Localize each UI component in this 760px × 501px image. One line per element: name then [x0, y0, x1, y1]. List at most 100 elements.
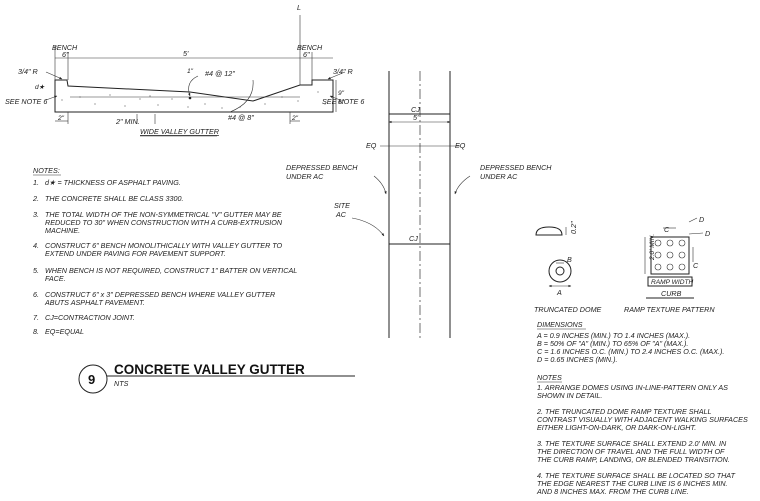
eq-left-label: EQ [366, 141, 377, 150]
dome-notes-block: NOTES 1. ARRANGE DOMES USING IN-LINE-PAT… [536, 373, 748, 496]
note-6-text-1: CONSTRUCT 6" x 3" DEPRESSED BENCH WHERE … [45, 290, 275, 299]
note-2-text: THE CONCRETE SHALL BE CLASS 3300. [45, 194, 183, 203]
dim-6-depth: 6" [338, 99, 345, 106]
rebar-12-label: #4 @ 12" [205, 69, 235, 78]
depressed-bench-left-1: DEPRESSED BENCH [286, 163, 358, 172]
radius-left-label: 3/4" R [18, 67, 38, 76]
note-3-num: 3. [33, 210, 39, 219]
dim-5-width: 5' [183, 49, 189, 58]
dim-1-inch: 1" [187, 68, 194, 75]
site-ac-label-2: AC [335, 210, 347, 219]
gutter-concrete-outline [54, 79, 334, 113]
dimension-b: B = 50% OF "A" (MIN.) TO 65% OF "A" (MAX… [537, 339, 688, 348]
detail-title: CONCRETE VALLEY GUTTER [114, 362, 305, 377]
note-3-text-1: THE TOTAL WIDTH OF THE NON-SYMMETRICAL "… [45, 210, 282, 219]
dim-6-right: 6" [303, 50, 310, 59]
note-3-text-3: MACHINE. [45, 226, 80, 235]
dome-note-4-line-2: THE EDGE NEAREST THE CURB LINE IS 6 INCH… [537, 479, 728, 488]
dome-note-3-line-3: THE CURB RAMP, LANDING, OR BLENDED TRANS… [537, 455, 730, 464]
dim-2-min: 2" MIN. [115, 117, 140, 126]
dimension-a: A = 0.9 INCHES (MIN.) TO 1.4 INCHES (MAX… [536, 331, 690, 340]
notes-block: NOTES: 1. d★ = THICKNESS OF ASPHALT PAVI… [32, 166, 297, 336]
see-note-right: SEE NOTE 6 [322, 97, 364, 106]
detail-scale: NTS [114, 379, 129, 388]
dimensions-heading: DIMENSIONS [537, 320, 583, 329]
dome-note-4-line-3: AND 8 INCHES MAX. FROM THE CURB LINE. [536, 487, 689, 496]
note-4-text-2: EXTEND UNDER PAVING FOR PAVEMENT SUPPORT… [45, 249, 226, 258]
ramp-texture-area [650, 236, 690, 275]
note-3-text-2: REDUCED TO 30" WHEN CONSTRUCTION WITH A … [45, 218, 283, 227]
centerline-symbol: L [297, 3, 301, 12]
dim-6-left: 6" [62, 50, 69, 59]
truncated-dome-detail: 0.2" B A TRUNCATED DOME [534, 221, 602, 314]
dome-profile [535, 226, 563, 236]
cj-top-label: CJ [411, 105, 420, 114]
d-star-label: d★ [35, 84, 46, 91]
curb-label: CURB [661, 289, 682, 298]
note-4-num: 4. [33, 241, 39, 250]
dimensions-block: DIMENSIONS A = 0.9 INCHES (MIN.) TO 1.4 … [536, 320, 724, 364]
see-note-left: SEE NOTE 6 [5, 97, 47, 106]
dome-note-3-line-1: 3. THE TEXTURE SURFACE SHALL EXTEND 2.0'… [537, 439, 727, 448]
dim-2-right: 2" [291, 115, 299, 122]
ramp-label-c-right: C [693, 261, 699, 270]
dome-label-b: B [567, 255, 572, 264]
site-ac-label-1: SITE [334, 201, 350, 210]
ramp-width-box [647, 276, 693, 287]
note-7-text: CJ=CONTRACTION JOINT. [45, 313, 135, 322]
note-5-num: 5. [33, 266, 39, 275]
ramp-texture-pattern: D C D C 2.0' MIN. RAMP WIDTH CURB RAMP T… [624, 215, 715, 314]
detail-title-block: 9 CONCRETE VALLEY GUTTER NTS [78, 362, 355, 394]
dome-note-4-line-1: 4. THE TEXTURE SURFACE SHALL BE LOCATED … [537, 471, 736, 480]
radius-right-label: 3/4" R [333, 67, 353, 76]
bench-right-label: BENCH [297, 43, 323, 52]
depressed-bench-left-2: UNDER AC [286, 172, 324, 181]
texture-domes [654, 239, 686, 271]
note-5-text-1: WHEN BENCH IS NOT REQUIRED, CONSTRUCT 1"… [45, 266, 297, 275]
plan-dim-5: 5' [413, 113, 419, 122]
rebar-8-label: #4 @ 8" [228, 113, 254, 122]
dome-note-1-line-1: 1. ARRANGE DOMES USING IN-LINE-PATTERN O… [537, 383, 728, 392]
ramp-label-c-top: C [664, 225, 670, 234]
note-6-text-2: ABUTS ASPHALT PAVEMENT. [44, 298, 145, 307]
note-8-text: EQ=EQUAL [45, 327, 84, 336]
detail-number-circle [78, 364, 108, 394]
dome-label-a: A [556, 288, 562, 297]
truncated-dome-caption: TRUNCATED DOME [534, 305, 602, 314]
note-5-text-2: FACE. [45, 274, 66, 283]
concrete-stipple [61, 91, 326, 109]
notes-heading: NOTES: [33, 166, 60, 175]
dimension-d: D = 0.65 INCHES (MIN.). [537, 355, 617, 364]
bench-left-label: BENCH [52, 43, 78, 52]
plan-view: L CJ 5' EQ EQ DEPRESSED BENCH UNDER AC D… [286, 3, 552, 338]
ramp-texture-caption: RAMP TEXTURE PATTERN [624, 305, 715, 314]
dome-note-2-line-3: EITHER LIGHT-ON-DARK, OR DARK-ON-LIGHT. [537, 423, 696, 432]
note-6-num: 6. [33, 290, 39, 299]
dome-note-3-line-2: THE DIRECTION OF TRAVEL AND THE FULL WID… [537, 447, 725, 456]
dome-dim-02: 0.2" [569, 221, 578, 234]
valley-gutter-section: BENCH 6" BENCH 6" 5' 3/4" R 3/4" R d★ SE… [5, 15, 364, 137]
dim-9-inch: 9" [338, 90, 345, 97]
dome-note-2-line-2: CONTRAST VISUALLY WITH ADJACENT WALKING … [537, 415, 748, 424]
dome-notes-heading: NOTES [537, 373, 562, 382]
dim-2-left: 2" [57, 115, 65, 122]
dome-note-2-line-1: 2. THE TRUNCATED DOME RAMP TEXTURE SHALL [536, 407, 712, 416]
cj-bottom-label: CJ [409, 234, 418, 243]
ramp-label-d-top: D [699, 215, 704, 224]
note-1-num: 1. [33, 178, 39, 187]
dome-note-1-line-2: SHOWN IN DETAIL. [537, 391, 602, 400]
note-1-text: d★ = THICKNESS OF ASPHALT PAVING. [45, 178, 181, 187]
dome-base-circle [548, 259, 572, 283]
ramp-width-label: RAMP WIDTH [651, 279, 693, 286]
note-4-text-1: CONSTRUCT 6" BENCH MONOLITHICALLY WITH V… [45, 241, 283, 250]
detail-number: 9 [88, 372, 95, 387]
depressed-bench-right-1: DEPRESSED BENCH [480, 163, 552, 172]
eq-right-label: EQ [455, 141, 466, 150]
note-2-num: 2. [32, 194, 39, 203]
dome-top-circle [555, 266, 565, 276]
depressed-bench-right-2: UNDER AC [480, 172, 518, 181]
dimension-c: C = 1.6 INCHES O.C. (MIN.) TO 2.4 INCHES… [537, 347, 724, 356]
note-7-num: 7. [33, 313, 39, 322]
note-8-num: 8. [33, 327, 39, 336]
